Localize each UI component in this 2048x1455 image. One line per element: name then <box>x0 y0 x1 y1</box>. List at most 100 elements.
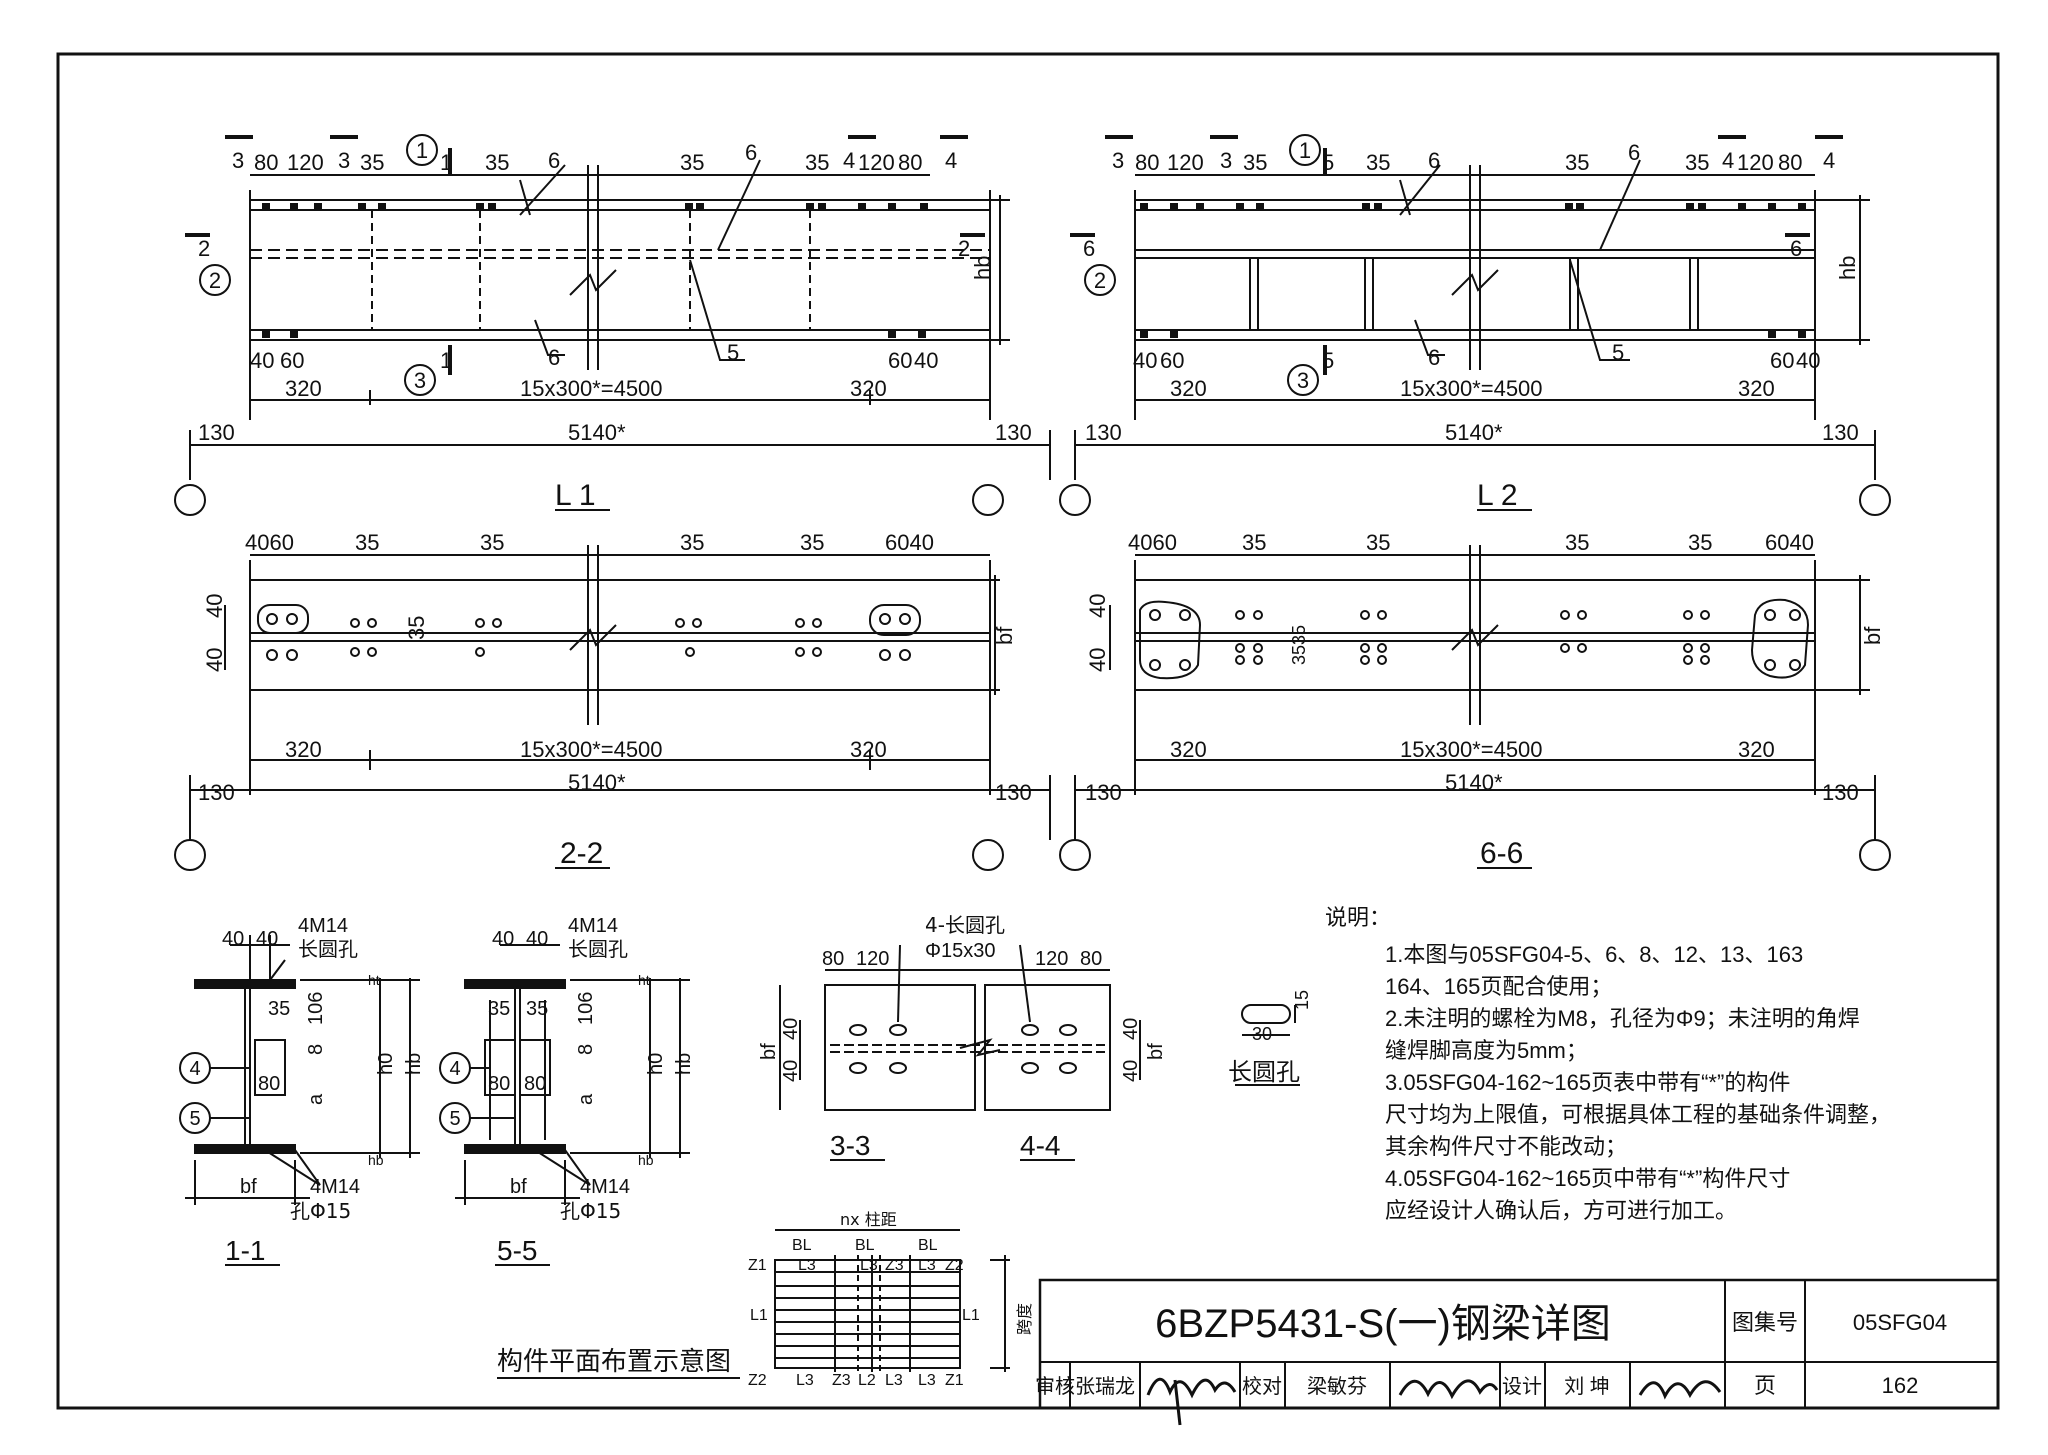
l1-total: 5140* <box>568 420 626 445</box>
l1-title: L 1 <box>555 479 596 512</box>
note-line-5: 3.05SFG04-162~165页表中带有“*”的构件 <box>1385 1070 1790 1095</box>
s22-title: 2-2 <box>560 837 603 870</box>
s66-dim-6040: 6040 <box>1765 530 1814 555</box>
s33-v40a: 40 <box>780 1018 802 1040</box>
s55-ht: ht <box>638 972 650 988</box>
s11-d8: 8 <box>305 1044 327 1055</box>
s11-title: 1-1 <box>225 1235 265 1266</box>
layout-span: 跨度 <box>1015 1303 1034 1335</box>
layout-l1: L1 <box>750 1307 768 1324</box>
signature-designer <box>1638 1380 1722 1400</box>
slot-detail <box>1235 1004 1300 1086</box>
s66-bf: bf <box>1860 626 1885 645</box>
l2-dim-35d: 35 <box>1685 150 1709 175</box>
layout-z1b: Z1 <box>945 1372 964 1389</box>
l2-weld-5: 5 <box>1612 340 1624 365</box>
title-block <box>1038 1278 2000 1410</box>
s55-hb: hb <box>673 1053 695 1075</box>
l2-ext-left: 130 <box>1085 420 1122 445</box>
s55-d40a: 40 <box>492 928 514 950</box>
layout-l3d: L3 <box>796 1372 814 1389</box>
s66-ext-left: 130 <box>1085 780 1122 805</box>
signature-checker <box>1398 1379 1499 1400</box>
slot-title: 长圆孔 <box>1228 1058 1300 1086</box>
s66-span-mid: 15x300*=4500 <box>1400 737 1543 762</box>
layout-title: 构件平面布置示意图 <box>497 1347 731 1377</box>
review-label: 审核 <box>1035 1375 1075 1398</box>
layout-bl3: BL <box>918 1237 938 1254</box>
s33-l80: 80 <box>822 948 844 970</box>
s11-d106: 106 <box>305 992 327 1025</box>
l1-weld-6b: 6 <box>745 140 757 165</box>
l1-mark-1a: 1 <box>440 150 452 175</box>
s66-dim-4060: 4060 <box>1128 530 1177 555</box>
layout-schematic <box>497 1229 1010 1379</box>
slot-w: 30 <box>1252 1024 1272 1044</box>
l1-dim-35d: 35 <box>805 150 829 175</box>
note-line-9: 应经设计人确认后，方可进行加工。 <box>1385 1198 1737 1223</box>
s55-title: 5-5 <box>497 1235 537 1266</box>
s55-d80a: 80 <box>488 1073 510 1095</box>
s55-d35a: 35 <box>488 998 510 1020</box>
s22-bf: bf <box>992 626 1017 645</box>
layout-z1: Z1 <box>748 1257 767 1274</box>
s66-dim-35c: 35 <box>1565 530 1589 555</box>
l1-mark-2l: 2 <box>198 236 210 261</box>
s66-side-40a: 40 <box>1085 594 1110 618</box>
note-line-3: 2.未注明的螺栓为M8，孔径为Φ9；未注明的角焊 <box>1385 1006 1860 1031</box>
s44-v40b: 40 <box>1120 1060 1142 1082</box>
s33-bf: bf <box>758 1043 780 1060</box>
l1-span-mid: 15x300*=4500 <box>520 376 663 401</box>
section-3-3-4-4 <box>779 944 1141 1161</box>
note-line-7: 其余构件尺寸不能改动； <box>1385 1134 1627 1159</box>
note-line-4: 缝焊脚高度为5mm； <box>1385 1038 1588 1063</box>
s11-slot: 长圆孔 <box>298 937 358 961</box>
s55-bf: bf <box>510 1176 527 1198</box>
l1-dim-120: 120 <box>287 150 324 175</box>
l1-bubble-3: 3 <box>414 368 426 393</box>
l1-mark-3a: 3 <box>232 148 244 173</box>
note-line-1: 1.本图与05SFG04-5、6、8、12、13、163 <box>1385 942 1803 967</box>
l1-mark-4b: 4 <box>945 148 957 173</box>
l1-ext-left: 130 <box>198 420 235 445</box>
l1-ext-right: 130 <box>995 420 1032 445</box>
drawing-title: 6BZP5431-S(一)钢梁详图 <box>1155 1302 1611 1346</box>
s11-ht: ht <box>368 972 380 988</box>
l2-bubble-3: 3 <box>1297 368 1309 393</box>
s22-ext-left: 130 <box>198 780 235 805</box>
l1-span-right: 320 <box>850 376 887 401</box>
l2-dim-60b: 60 <box>1770 348 1794 373</box>
s22-side-35: 35 <box>404 616 429 640</box>
l1-weld-6c: 6 <box>548 345 560 370</box>
design-label: 设计 <box>1502 1375 1542 1398</box>
s33-v40b: 40 <box>780 1060 802 1082</box>
s11-d40a: 40 <box>222 928 244 950</box>
l2-ext-right: 130 <box>1822 420 1859 445</box>
s22-dim-35a: 35 <box>355 530 379 555</box>
s55-bolt: 4M14 <box>568 915 618 937</box>
s55-bolt2: 4M14 <box>580 1176 630 1198</box>
slot-h: 15 <box>1292 990 1312 1010</box>
l1-dim-35b: 35 <box>485 150 509 175</box>
l1-mark-3b: 3 <box>338 148 350 173</box>
l2-title: L 2 <box>1477 479 1518 512</box>
layout-bl2: BL <box>855 1237 875 1254</box>
l1-weld-6a: 6 <box>548 148 560 173</box>
layout-ncol: nx 柱距 <box>840 1210 897 1229</box>
note-line-2: 164、165页配合使用； <box>1385 974 1612 999</box>
l2-mark-4b: 4 <box>1823 148 1835 173</box>
layout-l3f: L3 <box>918 1372 936 1389</box>
l2-mark-6r: 6 <box>1790 236 1802 261</box>
s33-r80: 80 <box>1080 948 1102 970</box>
l1-dim-60a: 60 <box>280 348 304 373</box>
s66-ext-right: 130 <box>1822 780 1859 805</box>
s22-span-mid: 15x300*=4500 <box>520 737 663 762</box>
s11-a: a <box>305 1093 327 1105</box>
l2-bubble-2: 2 <box>1094 268 1106 293</box>
section-5-5 <box>439 944 690 1266</box>
s44-title: 4-4 <box>1020 1130 1060 1161</box>
s22-span-left: 320 <box>285 737 322 762</box>
l2-mark-6l: 6 <box>1083 236 1095 261</box>
reviewer-name: 张瑞龙 <box>1075 1375 1135 1398</box>
s22-side-40a: 40 <box>202 594 227 618</box>
